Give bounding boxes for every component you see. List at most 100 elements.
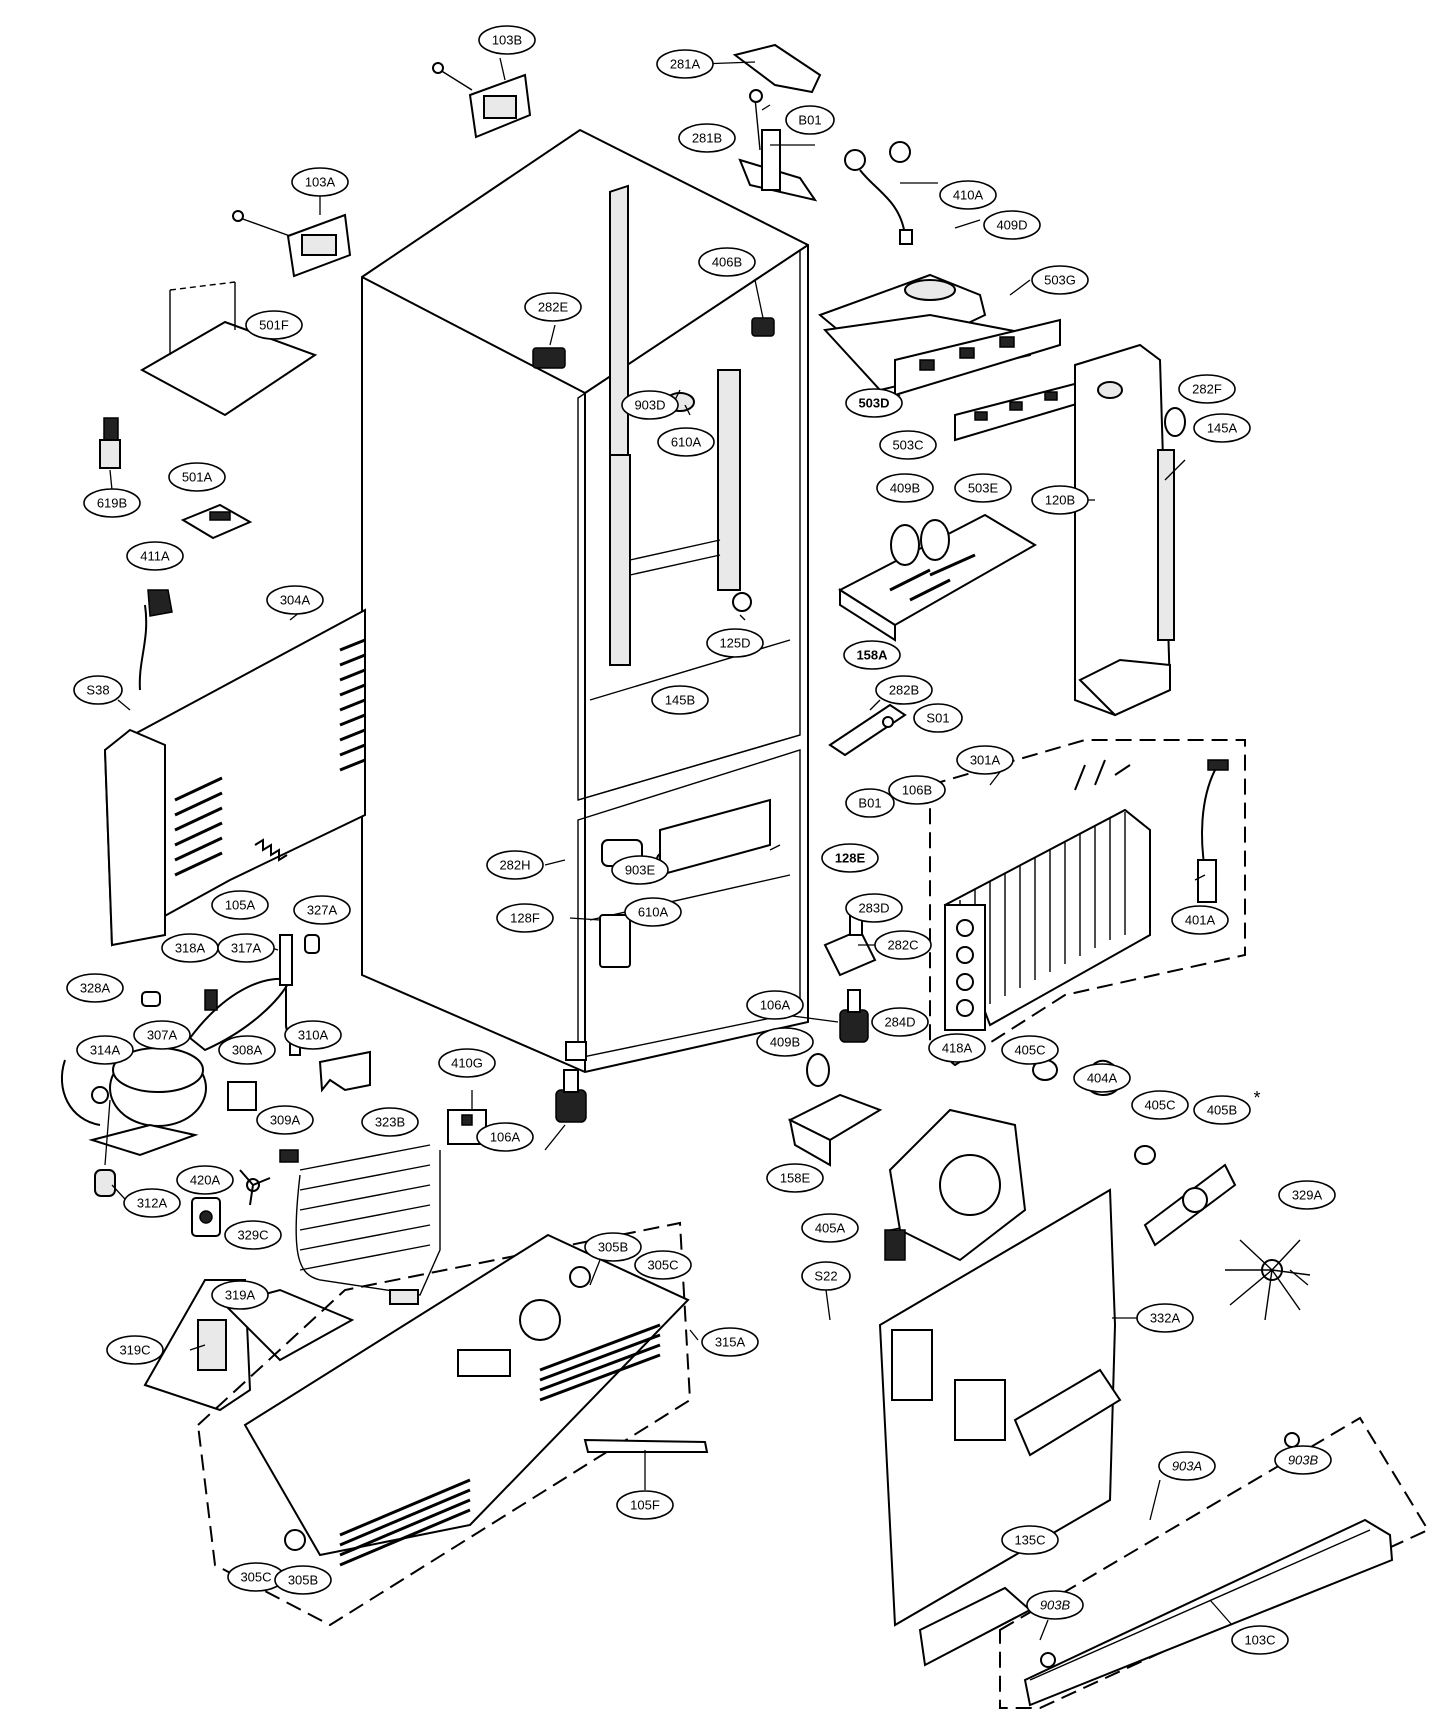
svg-text:405A: 405A	[815, 1221, 846, 1236]
base-plate-315A	[196, 1221, 692, 1627]
svg-text:106A: 106A	[490, 1130, 521, 1145]
svg-text:327A: 327A	[307, 903, 338, 918]
svg-text:120B: 120B	[1045, 493, 1075, 508]
callout-307A: 307A	[133, 1020, 191, 1050]
part-labels: 103B 281A B01 281B 410A 409D 103A 501F 4…	[66, 25, 1336, 1655]
callout-281A: 281A	[656, 49, 714, 79]
lamp-cover-158A	[837, 513, 1037, 642]
svg-text:105F: 105F	[630, 1498, 660, 1513]
callout-328A: 328A	[66, 973, 124, 1003]
svg-text:283D: 283D	[858, 901, 889, 916]
callout-103C: 103C	[1231, 1625, 1289, 1655]
svg-text:323B: 323B	[375, 1115, 405, 1130]
callout-145A: 145A	[1193, 413, 1251, 443]
callout-106A-left: 106A	[476, 1122, 534, 1152]
svg-text:301A: 301A	[970, 753, 1001, 768]
svg-text:329A: 329A	[1292, 1188, 1323, 1203]
callout-310A: 310A	[284, 1020, 342, 1050]
svg-text:401A: 401A	[1185, 913, 1216, 928]
callout-503C: 503C	[879, 430, 937, 460]
svg-text:501A: 501A	[182, 470, 213, 485]
svg-text:406B: 406B	[712, 255, 742, 270]
asterisk-405B: *	[1253, 1088, 1260, 1108]
pcb-501A	[180, 503, 253, 540]
callout-106B: 106B	[888, 775, 946, 805]
compressor-307A	[60, 1047, 207, 1197]
svg-text:305C: 305C	[240, 1570, 271, 1585]
callout-405B: 405B	[1193, 1095, 1251, 1125]
hinge-cover-103B	[432, 62, 532, 139]
svg-text:610A: 610A	[671, 435, 702, 450]
callout-305C-lower: 305C	[227, 1562, 285, 1592]
svg-text:282B: 282B	[889, 683, 919, 698]
cabinet-body	[361, 128, 809, 1123]
callout-406B: 406B	[698, 247, 756, 277]
callout-619B: 619B	[83, 488, 141, 518]
callout-903A: 903A	[1158, 1451, 1216, 1481]
hinge-cover-281A	[732, 43, 822, 94]
tray-319A	[143, 1279, 355, 1412]
relay-308A	[227, 1081, 257, 1111]
callout-105A: 105A	[211, 890, 269, 920]
svg-text:309A: 309A	[270, 1113, 301, 1128]
callout-304A: 304A	[266, 585, 324, 615]
svg-text:305B: 305B	[598, 1240, 628, 1255]
svg-text:S22: S22	[814, 1269, 837, 1284]
callout-903E: 903E	[611, 855, 669, 885]
plug-328A	[141, 991, 161, 1007]
svg-text:284D: 284D	[884, 1015, 915, 1030]
bracket-145A	[1157, 449, 1175, 641]
callout-318A: 318A	[161, 933, 219, 963]
callout-309A: 309A	[256, 1105, 314, 1135]
callout-410A: 410A	[939, 180, 997, 210]
svg-text:619B: 619B	[97, 496, 127, 511]
svg-text:409D: 409D	[996, 218, 1027, 233]
control-board-503C	[894, 318, 1061, 397]
svg-text:503C: 503C	[892, 438, 923, 453]
fan-blade-329A	[1225, 1239, 1311, 1321]
callout-319C: 319C	[106, 1335, 164, 1365]
callout-282F: 282F	[1178, 374, 1236, 404]
svg-text:405C: 405C	[1144, 1098, 1175, 1113]
callout-312A: 312A	[123, 1188, 181, 1218]
callout-282C: 282C	[874, 930, 932, 960]
svg-text:903A: 903A	[1172, 1459, 1202, 1474]
callout-315A: 315A	[701, 1327, 759, 1357]
callout-282H: 282H	[486, 850, 544, 880]
svg-text:328A: 328A	[80, 981, 111, 996]
svg-text:319C: 319C	[119, 1343, 150, 1358]
svg-text:405C: 405C	[1014, 1043, 1045, 1058]
svg-text:318A: 318A	[175, 941, 206, 956]
callout-135C: 135C	[1001, 1525, 1059, 1555]
control-board-503E	[954, 378, 1091, 442]
fan-shroud-405A	[884, 1108, 1027, 1262]
svg-text:103A: 103A	[305, 175, 336, 190]
callout-404A: 404A	[1073, 1063, 1131, 1093]
callout-411A: 411A	[126, 541, 184, 571]
svg-text:310A: 310A	[298, 1028, 329, 1043]
callout-610A-upper: 610A	[657, 427, 715, 457]
callout-503D: 503D	[845, 388, 903, 418]
svg-text:404A: 404A	[1087, 1071, 1118, 1086]
svg-text:158E: 158E	[780, 1171, 811, 1186]
svg-text:903B: 903B	[1040, 1598, 1071, 1613]
callout-903B-lower: 903B	[1026, 1590, 1084, 1620]
leg-106A	[839, 989, 869, 1043]
svg-text:410A: 410A	[953, 188, 984, 203]
svg-text:103C: 103C	[1244, 1633, 1275, 1648]
svg-text:314A: 314A	[90, 1043, 121, 1058]
svg-text:S01: S01	[926, 711, 949, 726]
callout-317A: 317A	[217, 933, 275, 963]
callout-319A: 319A	[211, 1280, 269, 1310]
callout-401A: 401A	[1171, 905, 1229, 935]
rear-cover-304A	[103, 608, 366, 947]
bracket-282B	[828, 703, 907, 757]
svg-text:317A: 317A	[231, 941, 262, 956]
callout-105F: 105F	[616, 1490, 674, 1520]
svg-text:103B: 103B	[492, 33, 522, 48]
svg-text:329C: 329C	[237, 1228, 268, 1243]
svg-text:405B: 405B	[1207, 1103, 1237, 1118]
svg-text:105A: 105A	[225, 898, 256, 913]
svg-text:319A: 319A	[225, 1288, 256, 1303]
